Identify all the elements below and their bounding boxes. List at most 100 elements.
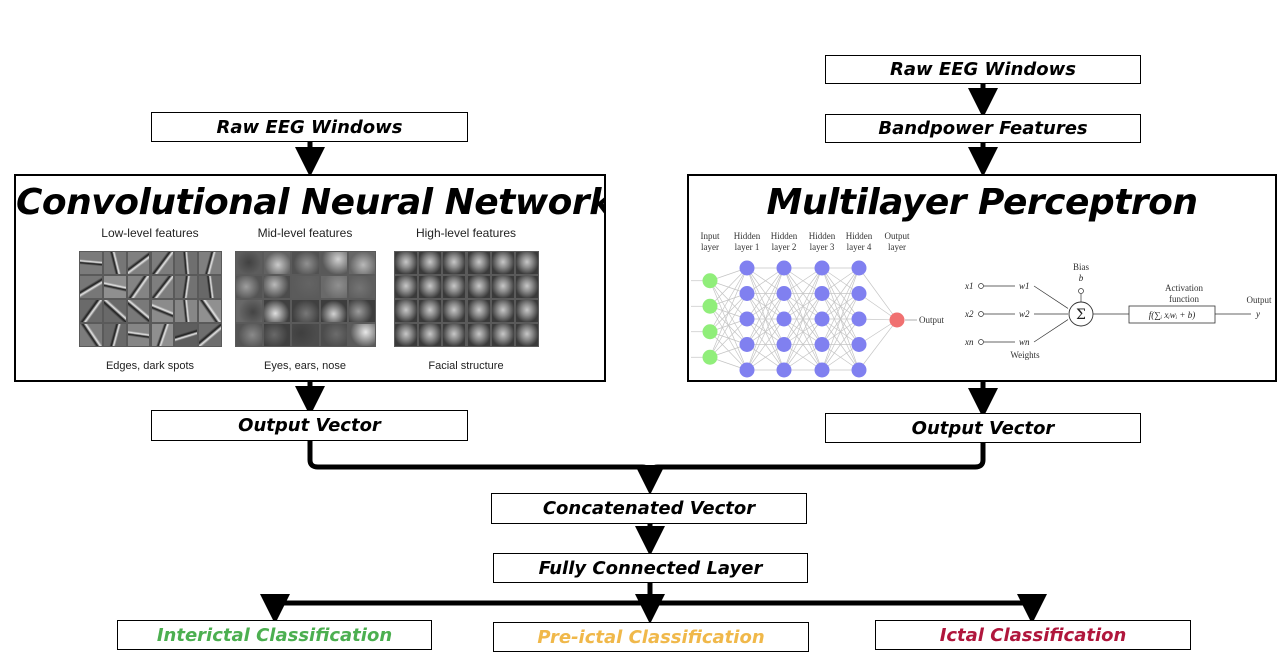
network-edge [858, 319, 898, 345]
cnn-title: Convolutional Neural Network [16, 182, 606, 223]
layer-label: Hidden [846, 231, 873, 241]
layer-label: Hidden [771, 231, 798, 241]
hidden-node [814, 362, 830, 378]
feature-cell [419, 300, 442, 322]
hidden-node [776, 362, 792, 378]
feature-cell [151, 276, 174, 298]
layer-label: layer 4 [847, 242, 872, 252]
preictal-classification-box: Pre-ictal Classification [493, 622, 809, 652]
hidden-node [851, 286, 867, 301]
feature-cell [264, 300, 291, 322]
hidden-node [739, 286, 755, 301]
perceptron-input: x1 [964, 281, 974, 291]
hidden-node [814, 311, 830, 327]
layer-label: Hidden [734, 231, 761, 241]
feature-cell [199, 324, 221, 346]
feature-cell [491, 324, 514, 346]
feature-cell [151, 300, 174, 322]
ictal-classification-box: Ictal Classification [875, 620, 1191, 650]
feature-cell [103, 252, 126, 274]
mid-level-feature-grid [235, 251, 376, 347]
feature-caption-high: Facial structure [428, 360, 504, 372]
perceptron-weight: wn [1019, 337, 1030, 347]
feature-cell [320, 324, 347, 346]
hidden-node [851, 362, 867, 378]
network-edge [746, 267, 785, 320]
feature-cell [348, 300, 375, 322]
feature-heading-mid: Mid-level features [257, 226, 353, 240]
feature-cell [236, 276, 263, 298]
network-edge [858, 267, 898, 321]
input-terminal [978, 311, 984, 317]
feature-cell [264, 324, 291, 346]
network-edge [709, 267, 748, 307]
feature-cell [320, 300, 347, 322]
merge-line-left [307, 441, 653, 476]
activation-label: Activation [1165, 283, 1203, 293]
input-node [702, 324, 718, 340]
feature-cell [175, 300, 198, 322]
activation-formula: f(∑ᵢ xᵢwᵢ + b) [1149, 310, 1196, 320]
bias-label: Bias [1073, 262, 1089, 272]
hidden-node [851, 260, 867, 276]
feature-cell [236, 252, 263, 274]
feature-cell [320, 276, 347, 298]
network-edge [858, 293, 898, 321]
feature-heading-low: Low-level features [101, 226, 199, 240]
input-terminal [978, 339, 984, 345]
feature-caption-mid: Eyes, ears, nose [264, 360, 346, 372]
input-node [702, 349, 718, 365]
network-edge [783, 267, 823, 294]
feature-cell [103, 300, 126, 322]
hidden-node [814, 286, 830, 301]
feature-cell [199, 300, 221, 322]
network-edge [821, 267, 860, 345]
feature-cell [395, 300, 418, 322]
input-node [702, 273, 718, 289]
feature-cell [175, 252, 198, 274]
network-edge [783, 267, 823, 371]
cnn-input-box: Raw EEG Windows [151, 112, 468, 142]
layer-label: Hidden [809, 231, 836, 241]
merge-line-right [647, 443, 986, 476]
feature-cell [419, 324, 442, 346]
network-edge [821, 267, 860, 320]
feature-cell [264, 276, 291, 298]
feature-cell [103, 276, 126, 298]
feature-cell [199, 252, 221, 274]
feature-cell [292, 276, 319, 298]
feature-caption-low: Edges, dark spots [105, 360, 195, 372]
hidden-node [776, 286, 792, 301]
feature-cell [515, 276, 538, 298]
network-edge [783, 293, 823, 371]
feature-cell [443, 300, 466, 322]
feature-cell [395, 276, 418, 298]
fully-connected-layer-box: Fully Connected Layer [493, 553, 808, 583]
feature-cell [80, 324, 102, 346]
feature-cell [515, 300, 538, 322]
cnn-panel: Convolutional Neural Network Low-level f… [14, 174, 606, 382]
hidden-node [739, 260, 755, 276]
feature-cell [491, 300, 514, 322]
feature-cell [236, 324, 263, 346]
sum-input-line [1033, 319, 1069, 343]
layer-label: layer 1 [735, 242, 760, 252]
high-level-feature-grid [394, 251, 539, 347]
feature-cell [175, 276, 198, 298]
interictal-classification-box: Interictal Classification [117, 620, 432, 650]
bandpower-box: Bandpower Features [825, 114, 1141, 143]
hidden-node [739, 362, 755, 378]
sum-symbol: Σ [1076, 307, 1086, 323]
mlp-output-box: Output Vector [825, 413, 1141, 443]
mlp-input-box: Raw EEG Windows [825, 55, 1141, 84]
network-edge [709, 267, 748, 332]
feature-cell [320, 252, 347, 274]
layer-label: layer [888, 242, 906, 252]
hidden-node [814, 337, 830, 352]
layer-label: layer [701, 242, 719, 252]
network-edge [783, 267, 823, 320]
feature-cell [467, 252, 490, 274]
feature-cell [80, 252, 102, 274]
hidden-node [776, 311, 792, 327]
hidden-node [814, 260, 830, 276]
